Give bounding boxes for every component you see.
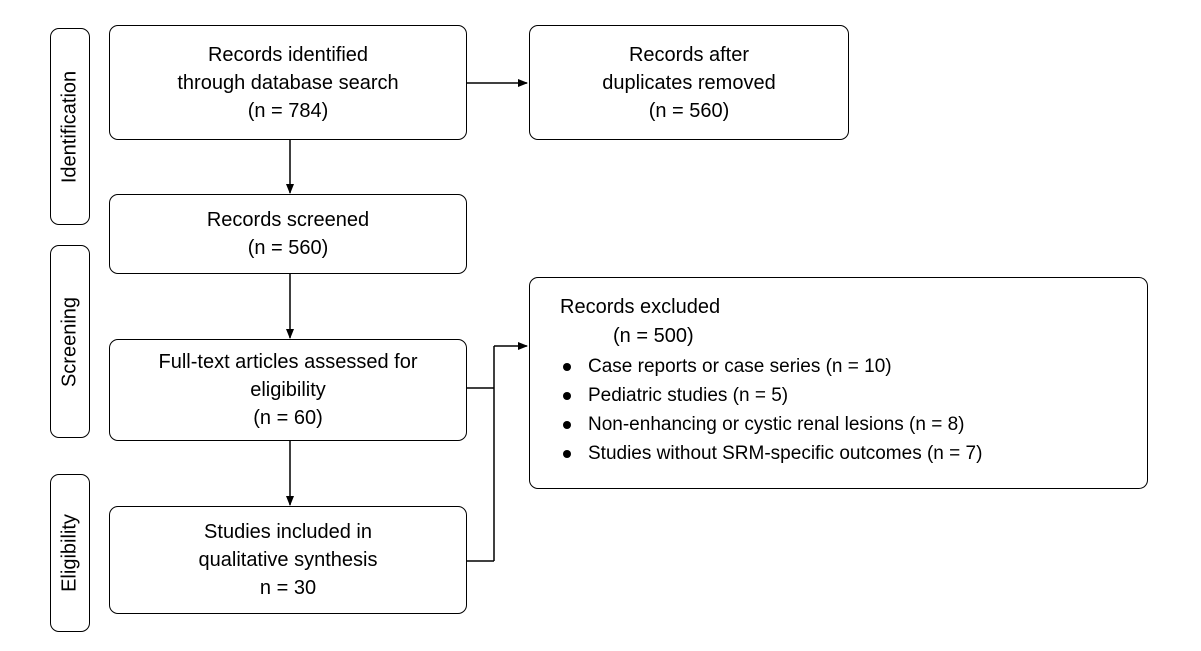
identified-line-1: Records identified [207, 43, 369, 66]
exclusion-reason: Studies without SRM-specific outcomes (n… [560, 439, 982, 468]
stage-screening: Screening [50, 245, 90, 438]
exclusion-reason: Case reports or case series (n = 10) [560, 352, 982, 381]
excluded-title: Records excluded [560, 296, 721, 318]
fulltext-line-1: Full-text articles assessed for [158, 351, 418, 373]
identified-line-2: through database search [177, 71, 399, 94]
box-full-text-assessed: Full-text articles assessed for eligibil… [109, 339, 467, 441]
deduplicated-line-3: (n = 560) [648, 99, 730, 122]
box-records-identified: Records identified through database sear… [109, 25, 467, 140]
included-line-2: qualitative synthesis [198, 549, 378, 571]
exclusion-reasons-list: Case reports or case series (n = 10) Ped… [560, 352, 982, 468]
screened-line-1: Records screened [206, 209, 370, 231]
screened-line-2: (n = 560) [247, 237, 329, 259]
included-line-3: n = 30 [259, 577, 317, 599]
stage-eligibility: Eligibility [50, 474, 90, 632]
exclusion-reason: Non-enhancing or cystic renal lesions (n… [560, 410, 982, 439]
stage-identification: Identification [50, 28, 90, 225]
stage-eligibility-label: Eligibility [58, 514, 81, 592]
fulltext-line-2: eligibility [250, 379, 326, 401]
excluded-count: (n = 500) [613, 325, 694, 347]
box-records-screened: Records screened (n = 560) [109, 194, 467, 274]
exclusion-reason: Pediatric studies (n = 5) [560, 381, 982, 410]
identified-line-3: (n = 784) [247, 99, 329, 122]
deduplicated-line-2: duplicates removed [602, 71, 776, 94]
fulltext-line-3: (n = 60) [253, 407, 323, 429]
stage-identification-label: Identification [58, 70, 81, 183]
deduplicated-line-1: Records after [628, 43, 750, 66]
box-records-excluded: Records excluded (n = 500) Case reports … [529, 277, 1148, 489]
box-studies-included: Studies included in qualitative synthesi… [109, 506, 467, 614]
included-line-1: Studies included in [204, 521, 372, 543]
box-records-after-duplicates: Records after duplicates removed (n = 56… [529, 25, 849, 140]
stage-screening-label: Screening [58, 296, 81, 387]
